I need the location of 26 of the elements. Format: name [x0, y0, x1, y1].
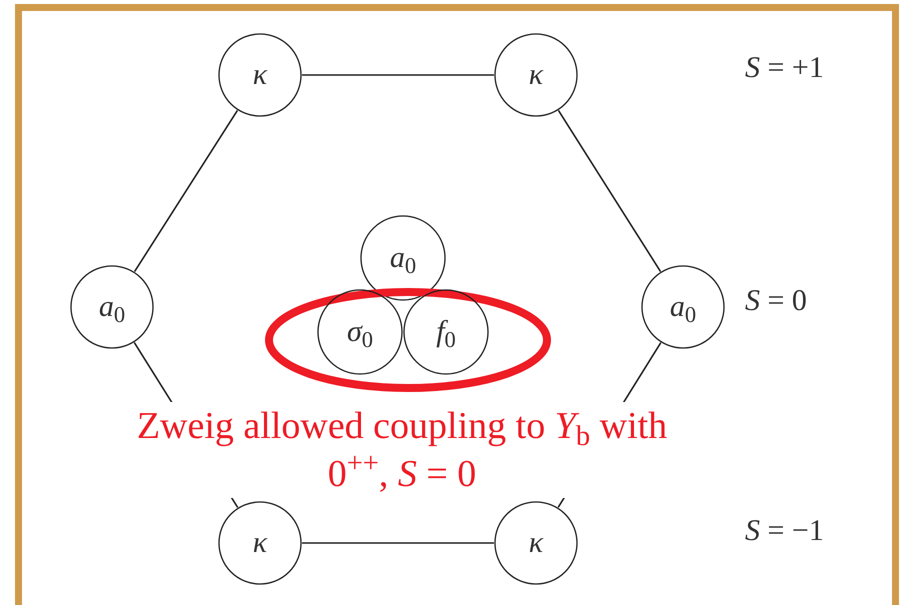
particle-symbol: a$_{0}$ [390, 243, 416, 273]
particle-circle [494, 33, 578, 117]
particle-symbol: κ [528, 528, 544, 558]
particle-circle [218, 501, 302, 585]
strangeness-label: S = −1 [745, 513, 825, 549]
particle-symbol: a$_{0}$ [98, 292, 126, 322]
particle-symbol: a$_{0}$ [670, 292, 696, 322]
particle-symbol: f$_{0}$ [436, 317, 456, 347]
particle-symbol: σ$_{0}$ [346, 317, 374, 347]
strangeness-label: S = 0 [745, 283, 808, 319]
particle-symbol: κ [252, 60, 268, 90]
connector-line [558, 110, 662, 272]
particle-symbol: κ [252, 528, 268, 558]
particle-circle [70, 265, 154, 349]
highlight-ellipse [265, 288, 551, 392]
particle-circle [317, 289, 403, 375]
particle-circle [403, 289, 489, 375]
particle-circle [218, 33, 302, 117]
particle-circle [360, 215, 446, 301]
strangeness-label: S = +1 [745, 50, 825, 86]
particle-circle [494, 501, 578, 585]
particle-circle [641, 265, 725, 349]
particle-symbol: κ [528, 60, 544, 90]
connector-line [302, 542, 494, 544]
connector-line [302, 74, 494, 76]
connector-line [134, 110, 238, 272]
